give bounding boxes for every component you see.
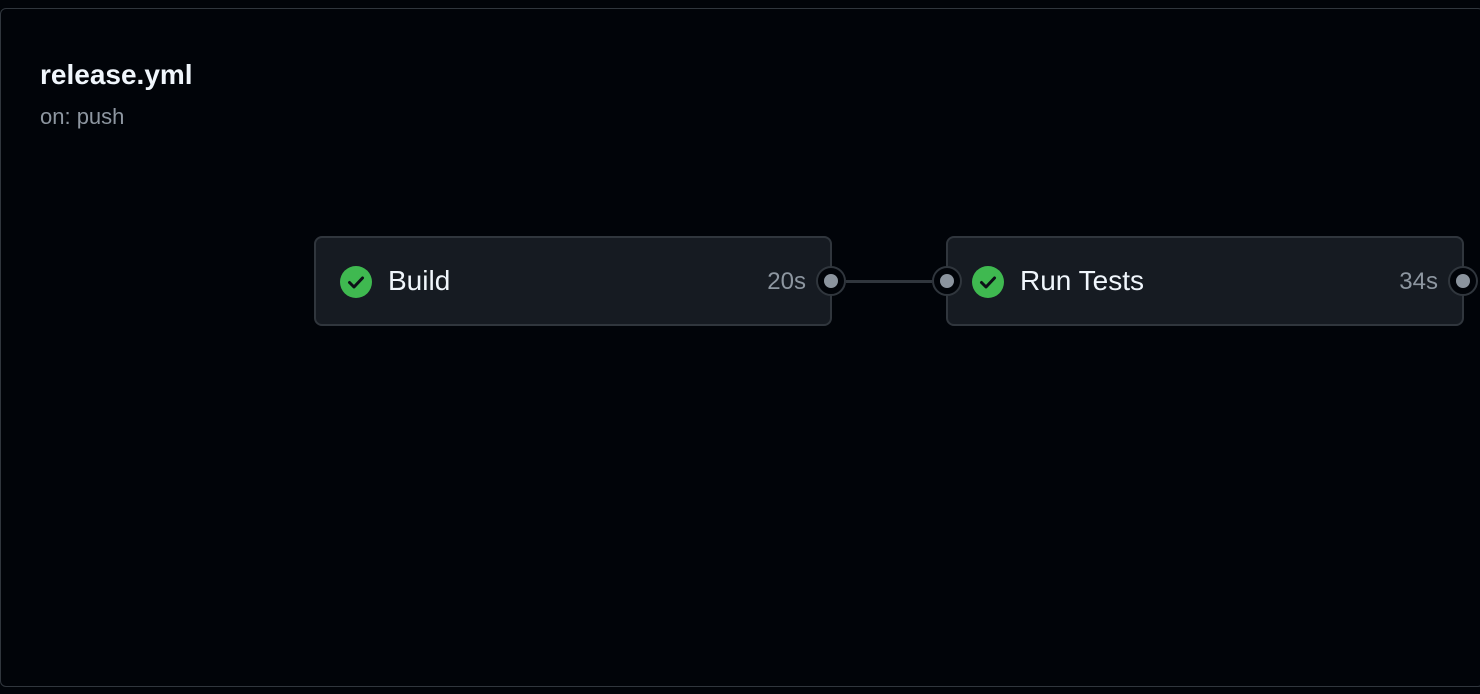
job-connector-line [846,280,932,283]
input-port-dot [932,266,962,296]
check-circle-icon [972,266,1004,298]
job-card-build[interactable]: Build 20s [314,236,846,326]
workflow-graph-panel: release.yml on: push [0,8,1480,687]
workflow-trigger: on: push [40,104,125,129]
job-name: Run Tests [1020,265,1144,296]
job-card-run-tests[interactable]: Run Tests 34s [932,236,1478,326]
job-name: Build [388,265,451,296]
workflow-name: release.yml [40,59,193,90]
output-port-dot [1448,266,1478,296]
output-port-dot [816,266,846,296]
check-circle-icon [340,266,372,298]
job-duration: 34s [1399,268,1438,295]
job-duration: 20s [767,268,806,295]
